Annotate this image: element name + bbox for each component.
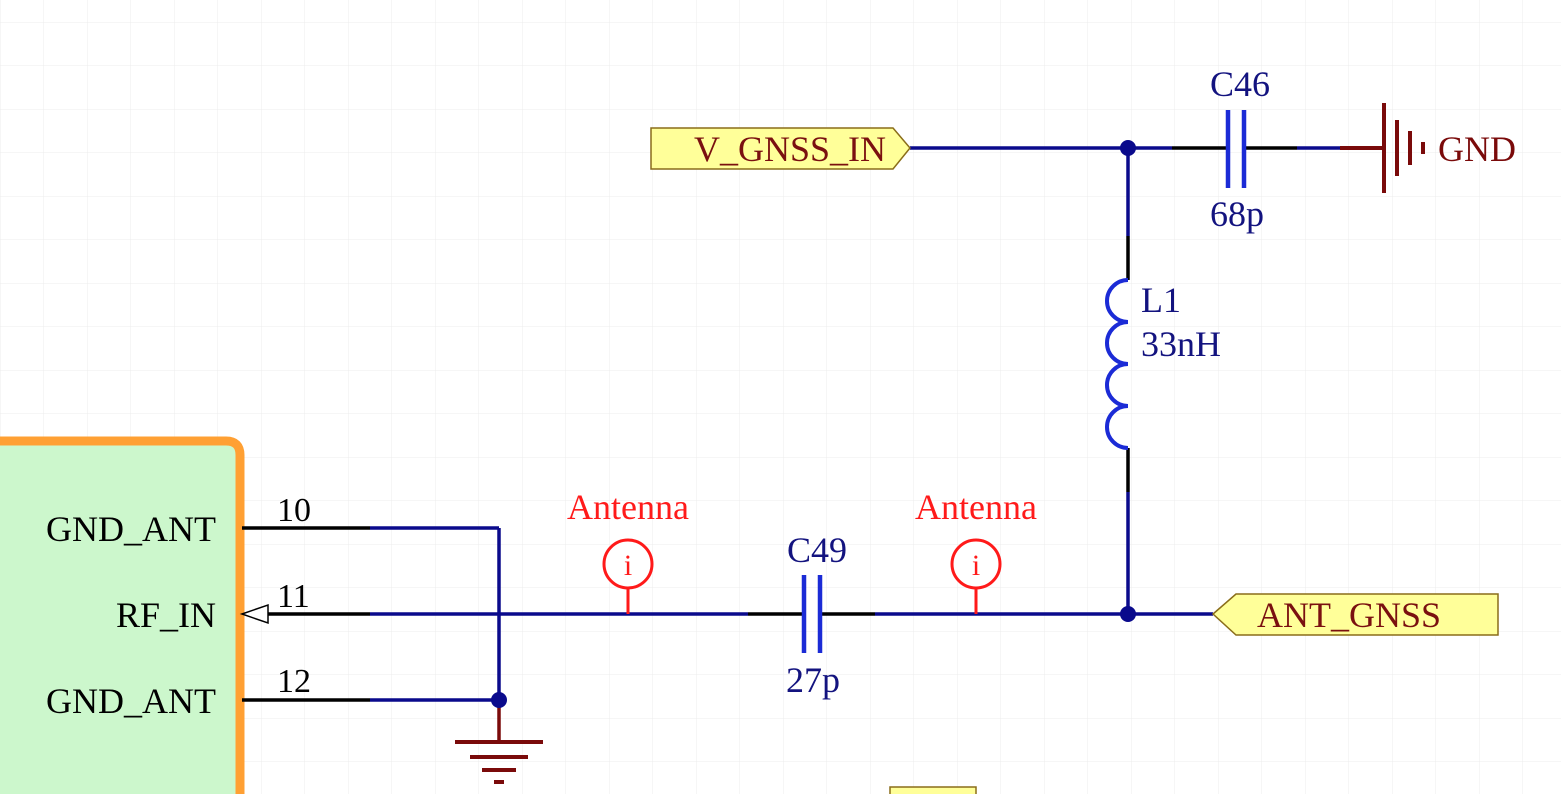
c46-designator: C46 bbox=[1210, 64, 1270, 104]
ic-pins bbox=[242, 526, 370, 702]
directive-antenna-2[interactable]: i Antenna bbox=[915, 487, 1037, 614]
c46-value: 68p bbox=[1210, 194, 1264, 234]
gnd-power-bottom[interactable] bbox=[455, 740, 543, 784]
pin-11-name: RF_IN bbox=[116, 595, 216, 635]
inductor-l1[interactable] bbox=[1105, 278, 1129, 450]
port-ant-gnss-shape bbox=[1211, 593, 1499, 636]
pin-10-number: 10 bbox=[277, 492, 311, 529]
gnd-power-right[interactable] bbox=[1340, 103, 1425, 193]
directive-1-circle bbox=[602, 538, 654, 590]
port-ant-gnss-label: ANT_GNSS bbox=[1257, 595, 1441, 635]
junction-dot bbox=[491, 692, 507, 708]
l1-designator: L1 bbox=[1141, 280, 1181, 320]
rf-in-input-arrow bbox=[239, 603, 269, 625]
inductor-coil bbox=[1105, 278, 1129, 450]
c49-value: 27p bbox=[786, 660, 840, 700]
l1-value: 33nH bbox=[1141, 324, 1221, 364]
junctions bbox=[491, 140, 1136, 708]
ic-component[interactable] bbox=[0, 436, 245, 794]
ic-body bbox=[0, 436, 245, 794]
c49-designator: C49 bbox=[787, 530, 847, 570]
pin-12-name: GND_ANT bbox=[46, 681, 216, 721]
junction-dot bbox=[1120, 606, 1136, 622]
directive-1-label: Antenna bbox=[567, 487, 689, 527]
directive-1-symbol: i bbox=[624, 549, 632, 582]
junction-dot bbox=[1120, 140, 1136, 156]
gnd-label: GND bbox=[1438, 129, 1516, 169]
directive-2-circle bbox=[950, 538, 1002, 590]
directive-antenna-1[interactable]: i Antenna bbox=[567, 487, 689, 614]
port-v-gnss-in[interactable]: V_GNSS_IN bbox=[650, 127, 911, 170]
component-leads bbox=[497, 146, 1297, 742]
directive-2-label: Antenna bbox=[915, 487, 1037, 527]
pin-12-number: 12 bbox=[277, 663, 311, 700]
port-ant-gnss[interactable]: ANT_GNSS bbox=[1211, 593, 1499, 636]
port-v-gnss-in-shape bbox=[650, 127, 911, 170]
pin-11-number: 11 bbox=[277, 578, 310, 615]
directive-2-symbol: i bbox=[972, 549, 980, 582]
offscreen-port-partial bbox=[889, 786, 977, 794]
pin-10-name: GND_ANT bbox=[46, 509, 216, 549]
capacitor-c49[interactable] bbox=[801, 575, 823, 653]
port-v-gnss-in-label: V_GNSS_IN bbox=[694, 129, 886, 169]
capacitor-c46[interactable] bbox=[1225, 110, 1247, 188]
